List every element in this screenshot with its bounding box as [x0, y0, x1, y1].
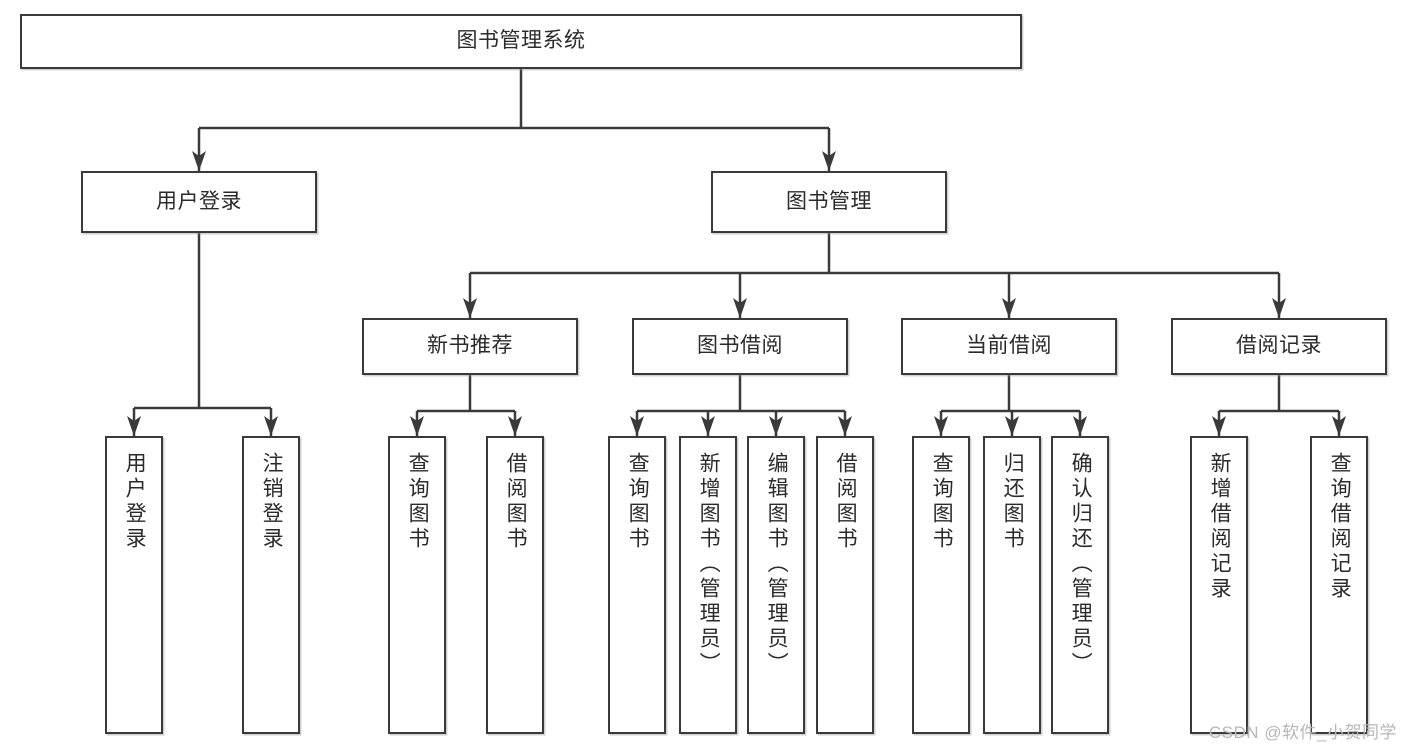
node-leaf-borrow-book-rec[interactable]: 借阅图书 — [486, 436, 544, 734]
arrow-head-icon-leaf-confirm-return-admin — [1073, 416, 1087, 436]
node-label-leaf-query-borrow-record: 查询借阅记录 — [1328, 452, 1352, 602]
node-current-borrow[interactable]: 当前借阅 — [901, 318, 1117, 375]
arrow-head-icon-leaf-edit-book-admin — [769, 416, 783, 436]
node-label-leaf-add-borrow-record: 新增借阅记录 — [1208, 452, 1232, 602]
node-leaf-return-book[interactable]: 归还图书 — [983, 436, 1041, 734]
arrow-head-icon-leaf-query-borrow-record — [1332, 416, 1346, 436]
node-label-new-book-recommend: 新书推荐 — [427, 334, 513, 358]
arrow-head-icon-leaf-return-book — [1005, 416, 1019, 436]
arrow-head-icon-leaf-add-borrow-record — [1212, 416, 1226, 436]
node-label-current-borrow: 当前借阅 — [966, 334, 1052, 358]
arrow-head-icon-user-login — [192, 151, 206, 171]
arrow-head-icon-leaf-query-book-borrow — [630, 416, 644, 436]
node-label-leaf-return-book: 归还图书 — [1001, 452, 1025, 552]
node-book-borrow[interactable]: 图书借阅 — [632, 318, 848, 375]
arrow-head-icon-leaf-user-login — [127, 416, 141, 436]
arrow-head-icon-leaf-query-book-current — [934, 416, 948, 436]
node-label-book-manage: 图书管理 — [786, 189, 872, 213]
arrow-head-icon-new-book-recommend — [463, 298, 477, 318]
node-label-leaf-borrow-book-borrow: 借阅图书 — [834, 452, 858, 552]
arrow-head-icon-borrow-record — [1272, 298, 1286, 318]
node-label-borrow-record: 借阅记录 — [1236, 334, 1322, 358]
node-label-leaf-query-book-rec: 查询图书 — [406, 452, 430, 552]
arrow-head-icon-leaf-logout-login — [264, 416, 278, 436]
node-leaf-edit-book-admin[interactable]: 编辑图书（管理员） — [747, 436, 805, 734]
arrow-head-icon-leaf-query-book-rec — [410, 416, 424, 436]
node-label-leaf-borrow-book-rec: 借阅图书 — [504, 452, 528, 552]
node-label-user-login: 用户登录 — [156, 189, 242, 213]
node-label-leaf-user-login: 用户登录 — [123, 452, 147, 552]
node-leaf-user-login[interactable]: 用户登录 — [105, 436, 163, 734]
node-new-book-recommend[interactable]: 新书推荐 — [362, 318, 578, 375]
arrow-head-icon-book-borrow — [733, 298, 747, 318]
node-root[interactable]: 图书管理系统 — [20, 14, 1022, 69]
node-borrow-record[interactable]: 借阅记录 — [1171, 318, 1387, 375]
node-leaf-query-book-borrow[interactable]: 查询图书 — [608, 436, 666, 734]
node-label-leaf-logout-login: 注销登录 — [260, 452, 284, 552]
node-label-root: 图书管理系统 — [456, 29, 586, 53]
node-label-leaf-add-book-admin: 新增图书（管理员） — [697, 452, 721, 677]
node-leaf-logout-login[interactable]: 注销登录 — [242, 436, 300, 734]
node-book-manage[interactable]: 图书管理 — [711, 171, 947, 233]
node-leaf-query-book-current[interactable]: 查询图书 — [912, 436, 970, 734]
watermark-text: CSDN @软件_小贺同学 — [1208, 723, 1397, 742]
node-label-book-borrow: 图书借阅 — [697, 334, 783, 358]
arrow-head-icon-leaf-borrow-book-borrow — [838, 416, 852, 436]
node-leaf-borrow-book-borrow[interactable]: 借阅图书 — [816, 436, 874, 734]
node-leaf-add-book-admin[interactable]: 新增图书（管理员） — [679, 436, 737, 734]
arrow-head-icon-book-manage — [822, 151, 836, 171]
node-leaf-query-borrow-record[interactable]: 查询借阅记录 — [1310, 436, 1368, 734]
node-label-leaf-query-book-borrow: 查询图书 — [626, 452, 650, 552]
arrow-head-icon-leaf-borrow-book-rec — [508, 416, 522, 436]
node-user-login[interactable]: 用户登录 — [81, 171, 317, 233]
node-leaf-query-book-rec[interactable]: 查询图书 — [388, 436, 446, 734]
node-leaf-confirm-return-admin[interactable]: 确认归还（管理员） — [1051, 436, 1109, 734]
arrow-head-icon-current-borrow — [1002, 298, 1016, 318]
node-leaf-add-borrow-record[interactable]: 新增借阅记录 — [1190, 436, 1248, 734]
node-label-leaf-edit-book-admin: 编辑图书（管理员） — [765, 452, 789, 677]
node-label-leaf-query-book-current: 查询图书 — [930, 452, 954, 552]
arrow-head-icon-leaf-add-book-admin — [701, 416, 715, 436]
node-label-leaf-confirm-return-admin: 确认归还（管理员） — [1069, 452, 1093, 677]
